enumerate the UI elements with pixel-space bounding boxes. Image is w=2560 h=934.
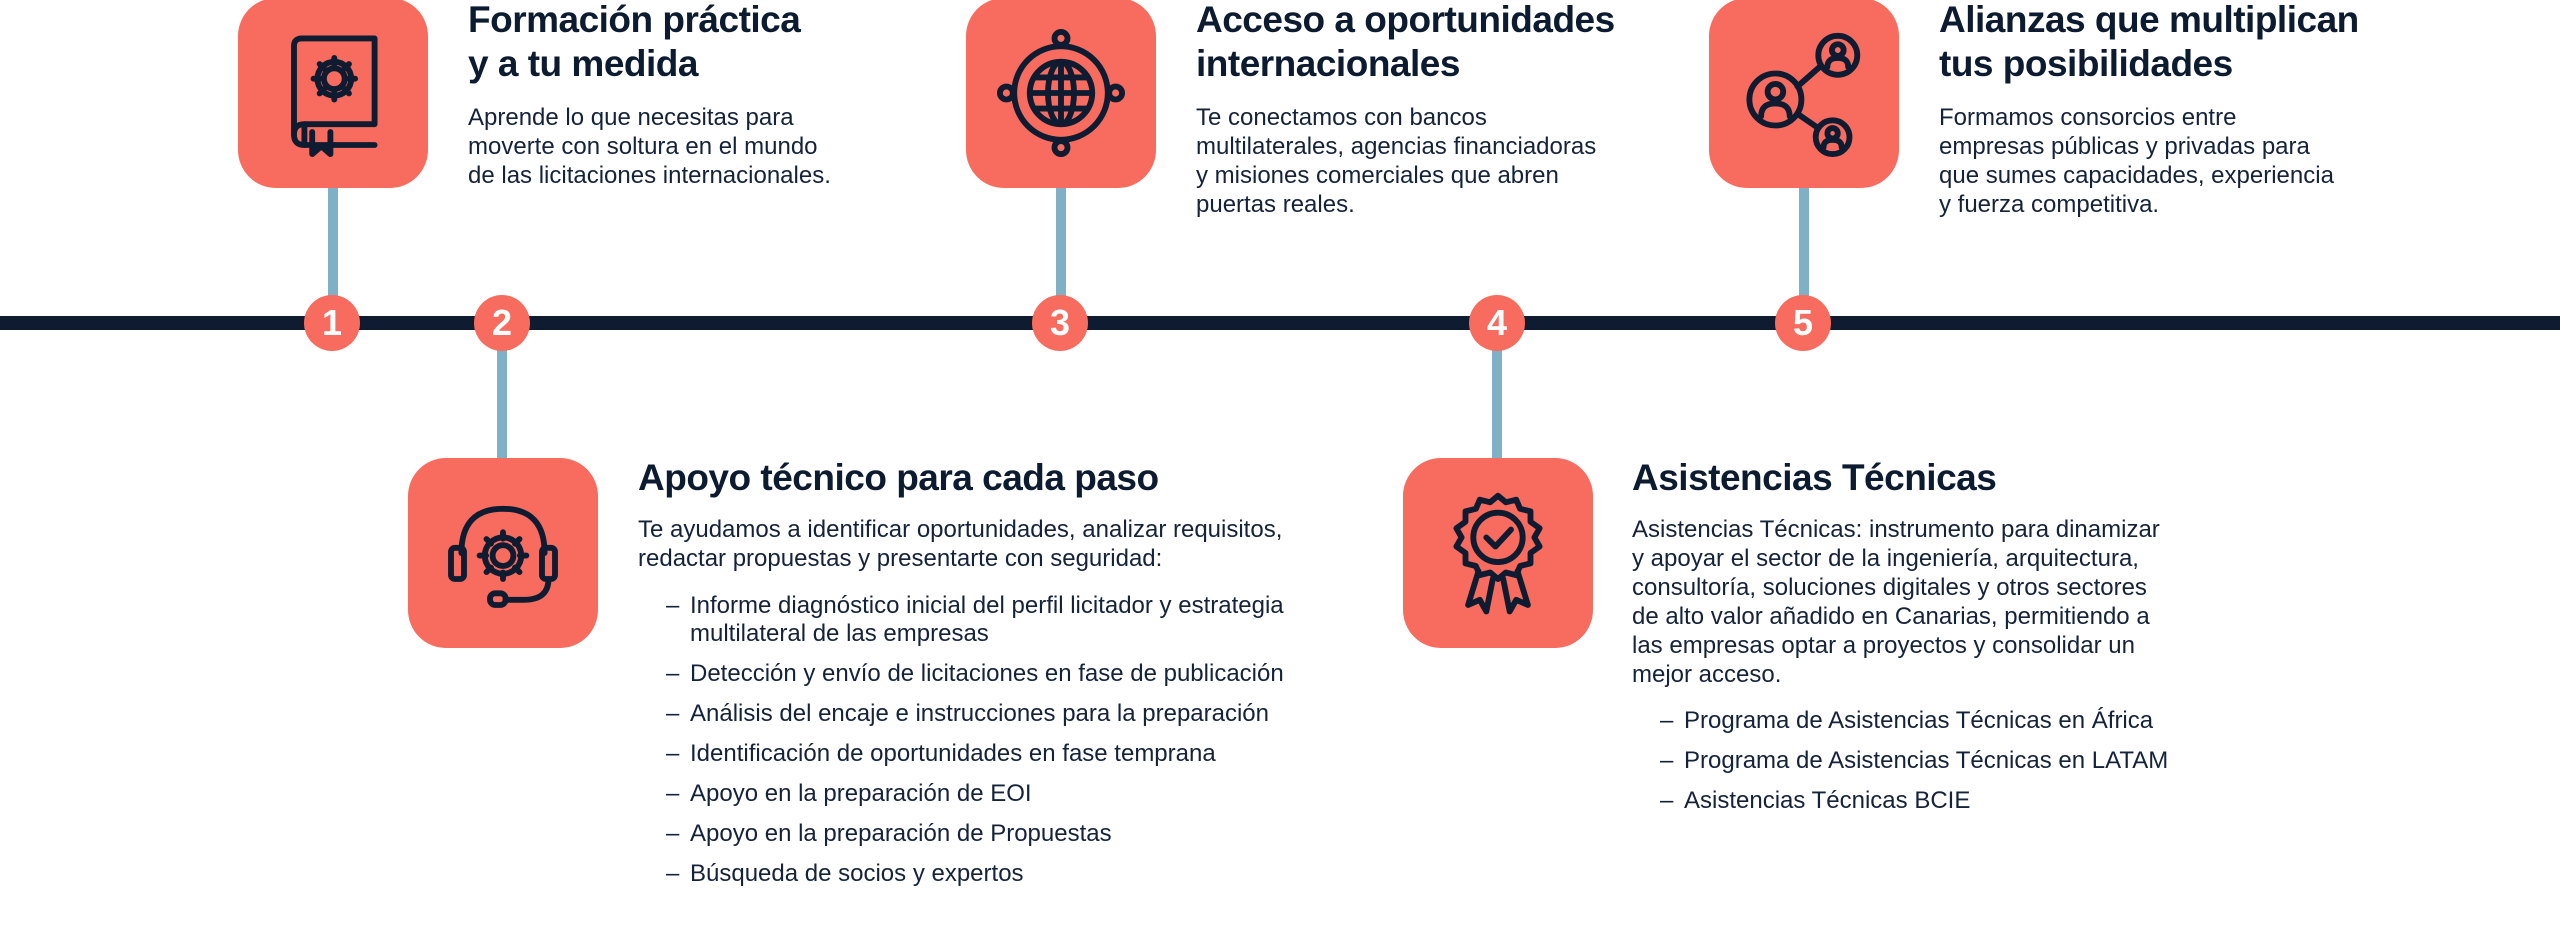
step-1-title-line: y a tu medida — [468, 43, 698, 84]
step-4-description: Asistencias Técnicas: instrumento para d… — [1632, 515, 2160, 689]
book-gear-icon — [291, 35, 378, 158]
step-2-title-line: Apoyo técnico para cada paso — [638, 457, 1159, 498]
timeline-bar — [0, 316, 2560, 330]
step-3-title-line: internacionales — [1196, 43, 1460, 84]
step-3-text-line: Te conectamos con bancos — [1196, 104, 1487, 131]
step-3-text-line: y misiones comerciales que abren — [1196, 162, 1559, 189]
list-item-line: Programa de Asistencias Técnicas en Áfri… — [1684, 707, 2154, 734]
step-1-number: 1 — [321, 302, 343, 343]
list-item: Programa de Asistencias Técnicas en LATA… — [1660, 747, 2168, 775]
step-5-text-line: Formamos consorcios entre — [1939, 104, 2237, 131]
step-4-bullet-list: Programa de Asistencias Técnicas en Áfri… — [1660, 707, 2168, 827]
step-5-title-line: Alianzas que multiplican — [1939, 0, 2359, 40]
connector-4 — [1492, 323, 1502, 463]
step-5-number: 5 — [1792, 302, 1814, 343]
step-4-title: Asistencias Técnicas — [1632, 456, 1997, 500]
step-1-title: Formación práctica y a tu medida — [468, 0, 801, 86]
headset-gear-icon — [448, 505, 558, 608]
list-item-line: Análisis del encaje e instrucciones para… — [690, 700, 1269, 727]
step-5-icon-box — [1709, 0, 1899, 188]
list-item-line: Apoyo en la preparación de Propuestas — [690, 820, 1112, 847]
people-network-icon — [1746, 32, 1861, 158]
step-5-text-line: y fuerza competitiva. — [1939, 191, 2160, 218]
connector-5 — [1799, 188, 1809, 324]
step-5-text-line: que sumes capacidades, experiencia — [1939, 162, 2334, 189]
globe-network-icon — [996, 28, 1126, 158]
step-1-icon-box — [238, 0, 428, 188]
step-3-icon-box — [966, 0, 1156, 188]
step-3-description: Te conectamos con bancos multilaterales,… — [1196, 103, 1596, 219]
connector-1 — [328, 188, 338, 324]
step-2-text-line: redactar propuestas y presentarte con se… — [638, 545, 1163, 572]
step-2-text-line: Te ayudamos a identificar oportunidades,… — [638, 516, 1283, 543]
list-item-line: Programa de Asistencias Técnicas en LATA… — [1684, 747, 2169, 774]
step-4-text-line: y apoyar el sector de la ingeniería, arq… — [1632, 545, 2139, 572]
list-item: Apoyo en la preparación de Propuestas — [666, 820, 1284, 848]
step-1-text-line: moverte con soltura en el mundo — [468, 133, 818, 160]
step-2-title: Apoyo técnico para cada paso — [638, 456, 1159, 500]
step-4-text-line: Asistencias Técnicas: instrumento para d… — [1632, 516, 2160, 543]
step-4-text-line: consultoría, soluciones digitales y otro… — [1632, 574, 2147, 601]
step-1-text-line: Aprende lo que necesitas para — [468, 104, 794, 131]
list-item-line: Asistencias Técnicas BCIE — [1684, 787, 1971, 814]
step-4-text-line: mejor acceso. — [1632, 661, 1782, 688]
list-item-line: Identificación de oportunidades en fase … — [690, 740, 1216, 767]
step-1-text-line: de las licitaciones internacionales. — [468, 162, 831, 189]
list-item-line: Búsqueda de socios y expertos — [690, 860, 1024, 887]
list-item: Identificación de oportunidades en fase … — [666, 740, 1284, 768]
step-1-description: Aprende lo que necesitas para moverte co… — [468, 103, 831, 190]
step-2-bullet-list: Informe diagnóstico inicial del perfil l… — [666, 592, 1284, 900]
list-item-line: Detección y envío de licitaciones en fas… — [690, 660, 1284, 687]
step-4-text-line: las empresas optar a proyectos y consoli… — [1632, 632, 2135, 659]
step-3-text-line: multilaterales, agencias financiadoras — [1196, 133, 1597, 160]
connector-2 — [497, 323, 507, 463]
list-item-line: Apoyo en la preparación de EOI — [690, 780, 1032, 807]
list-item: Búsqueda de socios y expertos — [666, 860, 1284, 888]
step-5-node: 5 — [1775, 295, 1831, 351]
list-item: Apoyo en la preparación de EOI — [666, 780, 1284, 808]
list-item: Informe diagnóstico inicial del perfil l… — [666, 592, 1284, 648]
list-item-line: Informe diagnóstico inicial del perfil l… — [690, 592, 1284, 619]
step-5-text-line: empresas públicas y privadas para — [1939, 133, 2310, 160]
step-3-node: 3 — [1032, 295, 1088, 351]
award-badge-icon — [1453, 492, 1543, 615]
step-4-number: 4 — [1486, 302, 1508, 343]
step-2-icon-box — [408, 458, 598, 648]
step-3-text-line: puertas reales. — [1196, 191, 1355, 218]
list-item-line: multilateral de las empresas — [690, 620, 989, 647]
step-3-title-line: Acceso a oportunidades — [1196, 0, 1615, 40]
connector-3 — [1056, 188, 1066, 324]
step-5-title-line: tus posibilidades — [1939, 43, 2233, 84]
step-5-title: Alianzas que multiplican tus posibilidad… — [1939, 0, 2359, 86]
step-3-title: Acceso a oportunidades internacionales — [1196, 0, 1615, 86]
step-2-description: Te ayudamos a identificar oportunidades,… — [638, 515, 1282, 573]
list-item: Programa de Asistencias Técnicas en Áfri… — [1660, 707, 2168, 735]
step-5-description: Formamos consorcios entre empresas públi… — [1939, 103, 2334, 219]
list-item: Análisis del encaje e instrucciones para… — [666, 700, 1284, 728]
step-2-number: 2 — [491, 302, 513, 343]
step-4-title-line: Asistencias Técnicas — [1632, 457, 1997, 498]
step-1-title-line: Formación práctica — [468, 0, 801, 40]
list-item: Detección y envío de licitaciones en fas… — [666, 660, 1284, 688]
step-2-node: 2 — [474, 295, 530, 351]
step-1-node: 1 — [304, 295, 360, 351]
step-3-number: 3 — [1049, 302, 1071, 343]
step-4-text-line: de alto valor añadido en Canarias, permi… — [1632, 603, 2150, 630]
list-item: Asistencias Técnicas BCIE — [1660, 787, 2168, 815]
step-4-node: 4 — [1469, 295, 1525, 351]
step-4-icon-box — [1403, 458, 1593, 648]
